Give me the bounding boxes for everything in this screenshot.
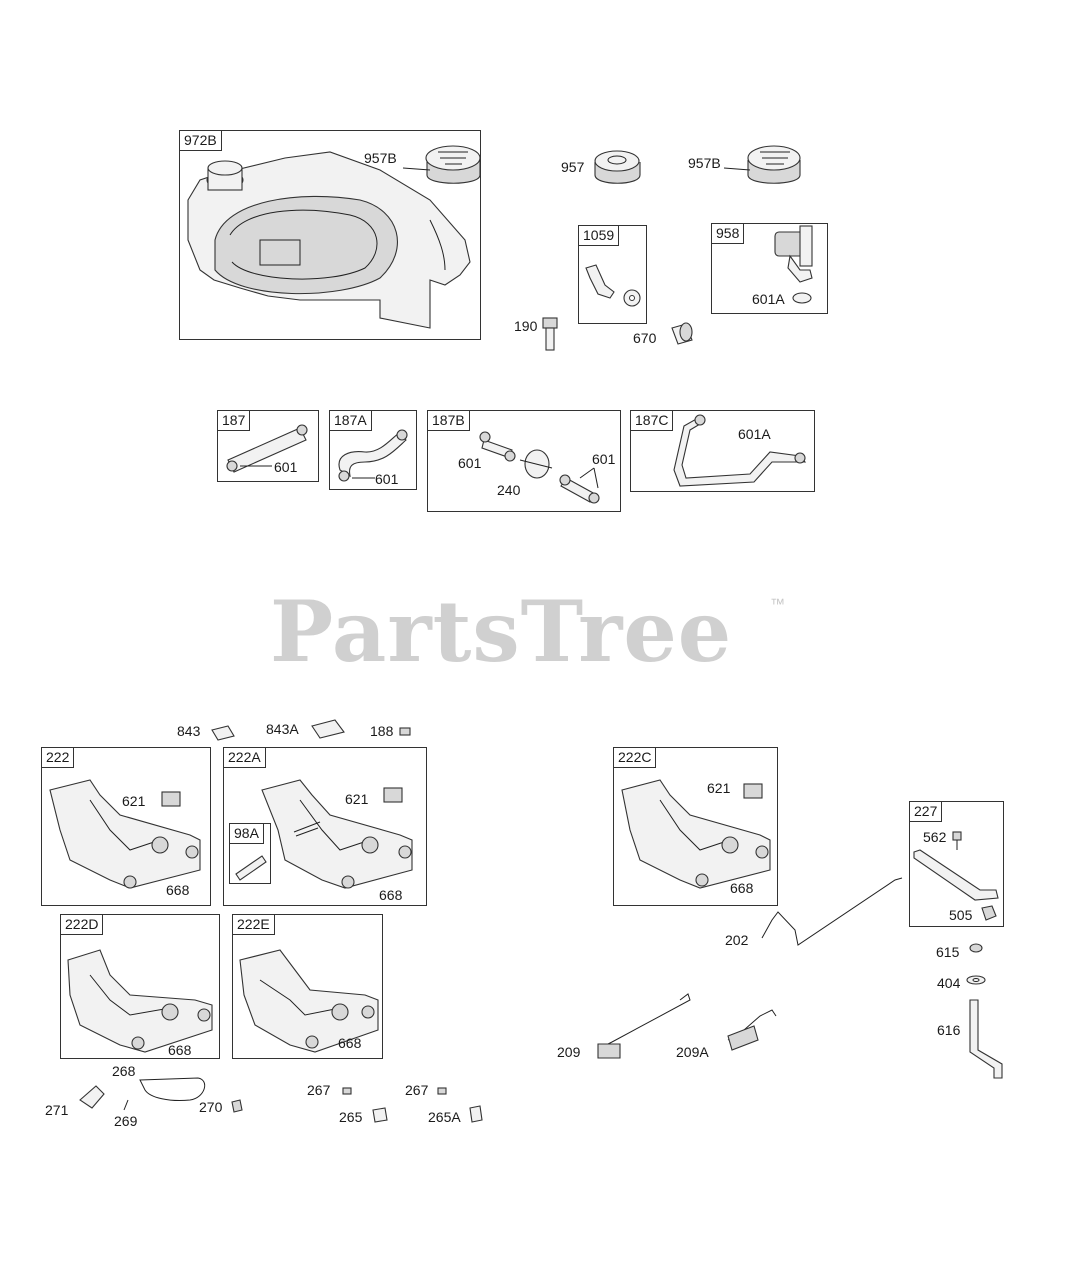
part-tag-187C: 187C — [631, 411, 674, 431]
part-box-187C[interactable]: 187C — [630, 410, 815, 492]
part-tag-222C: 222C — [614, 748, 657, 768]
callout-843: 843 — [177, 723, 201, 739]
control-bracket-222A-drawing — [235, 779, 413, 889]
fuel-cap-957B-drawing — [402, 145, 481, 184]
fitting-190-drawing — [542, 317, 558, 351]
callout-601A-958: 601A — [752, 291, 785, 307]
part-box-958[interactable]: 958 — [711, 223, 828, 314]
part-tag-227: 227 — [910, 802, 943, 822]
callout-270: 270 — [199, 1099, 223, 1115]
callout-668-222: 668 — [166, 882, 190, 898]
fuel-cap-957B-right-drawing — [723, 145, 801, 184]
callout-621-222: 621 — [122, 793, 146, 809]
callout-621-222A: 621 — [345, 791, 369, 807]
parts-615-404-616-drawing — [966, 943, 1003, 1079]
callout-601-187: 601 — [274, 459, 298, 475]
callout-188: 188 — [370, 723, 394, 739]
part-tag-187A: 187A — [330, 411, 372, 431]
callout-615: 615 — [936, 944, 960, 960]
fitting-1059-drawing — [585, 264, 641, 307]
callout-202: 202 — [725, 932, 749, 948]
callout-957B-left: 957B — [364, 150, 397, 166]
fuel-line-187C-drawing — [673, 414, 807, 487]
part-tag-187B: 187B — [428, 411, 470, 431]
part-tag-222E: 222E — [233, 915, 275, 935]
part-box-222D[interactable]: 222D — [60, 914, 220, 1059]
callout-265: 265 — [339, 1109, 363, 1125]
part-box-1059[interactable]: 1059 — [578, 225, 647, 324]
spring-209-drawing — [597, 993, 691, 1059]
callout-271: 271 — [45, 1102, 69, 1118]
callout-209: 209 — [557, 1044, 581, 1060]
trademark-symbol: ™ — [770, 596, 785, 613]
callout-265A: 265A — [428, 1109, 461, 1125]
part-box-222[interactable]: 222 — [41, 747, 211, 906]
governor-link-202-drawing — [761, 877, 903, 946]
callout-601-187A: 601 — [375, 471, 399, 487]
callout-957B-right: 957B — [688, 155, 721, 171]
fuel-tank-972B-drawing — [187, 151, 471, 329]
part-box-222A[interactable]: 222A — [223, 747, 427, 906]
callout-267-left: 267 — [307, 1082, 331, 1098]
fuel-line-187-drawing — [226, 424, 308, 473]
part-box-187[interactable]: 187 — [217, 410, 319, 482]
callout-616: 616 — [937, 1022, 961, 1038]
valve-958-drawing — [774, 225, 813, 304]
callout-404: 404 — [937, 975, 961, 991]
callout-505: 505 — [949, 907, 973, 923]
fuel-line-187A-drawing — [338, 429, 408, 482]
part-box-972B[interactable]: 972B — [179, 130, 481, 340]
part-tag-1059: 1059 — [579, 226, 620, 246]
bushing-670-drawing — [671, 322, 693, 345]
callout-843A: 843A — [266, 721, 299, 737]
callout-601-187B-right: 601 — [592, 451, 616, 467]
part-box-222C[interactable]: 222C — [613, 747, 778, 906]
part-tag-222D: 222D — [61, 915, 104, 935]
callout-668-222C: 668 — [730, 880, 754, 896]
part-box-187B[interactable]: 187B — [427, 410, 621, 512]
part-tag-187: 187 — [218, 411, 251, 431]
callout-668-222A: 668 — [379, 887, 403, 903]
callout-240: 240 — [497, 482, 521, 498]
cable-268-drawing — [79, 1077, 243, 1113]
callout-269: 269 — [114, 1113, 138, 1129]
callout-668-222E: 668 — [338, 1035, 362, 1051]
part-tag-98A: 98A — [230, 824, 264, 844]
part-box-98A[interactable]: 98A — [229, 823, 271, 884]
control-bracket-222D-drawing — [67, 949, 213, 1053]
fuel-cap-957-drawing — [594, 150, 641, 184]
callout-267-right: 267 — [405, 1082, 429, 1098]
callout-957: 957 — [561, 159, 585, 175]
part-tag-222: 222 — [42, 748, 75, 768]
callout-209A: 209A — [676, 1044, 709, 1060]
small-parts-843-drawing — [211, 719, 411, 741]
part-tag-958: 958 — [712, 224, 745, 244]
part-box-227[interactable]: 227 — [909, 801, 1004, 927]
control-bracket-222C-drawing — [621, 779, 771, 889]
control-bracket-222E-drawing — [239, 949, 379, 1053]
part-tag-222A: 222A — [224, 748, 266, 768]
callout-190: 190 — [514, 318, 538, 334]
lever-227-drawing — [913, 831, 999, 921]
callout-668-222D: 668 — [168, 1042, 192, 1058]
watermark-text: PartsTree — [270, 582, 733, 681]
callout-601A-187C: 601A — [738, 426, 771, 442]
fuel-filter-187B-drawing — [479, 431, 600, 504]
part-box-187A[interactable]: 187A — [329, 410, 417, 490]
part-box-222E[interactable]: 222E — [232, 914, 383, 1059]
callout-601-187B-left: 601 — [458, 455, 482, 471]
callout-621-222C: 621 — [707, 780, 731, 796]
callout-268: 268 — [112, 1063, 136, 1079]
callout-670: 670 — [633, 330, 657, 346]
part-tag-972B: 972B — [180, 131, 222, 151]
callout-562: 562 — [923, 829, 947, 845]
screws-267-drawing — [342, 1087, 483, 1123]
spring-209A-drawing — [727, 1009, 777, 1051]
control-bracket-222-drawing — [49, 779, 201, 889]
